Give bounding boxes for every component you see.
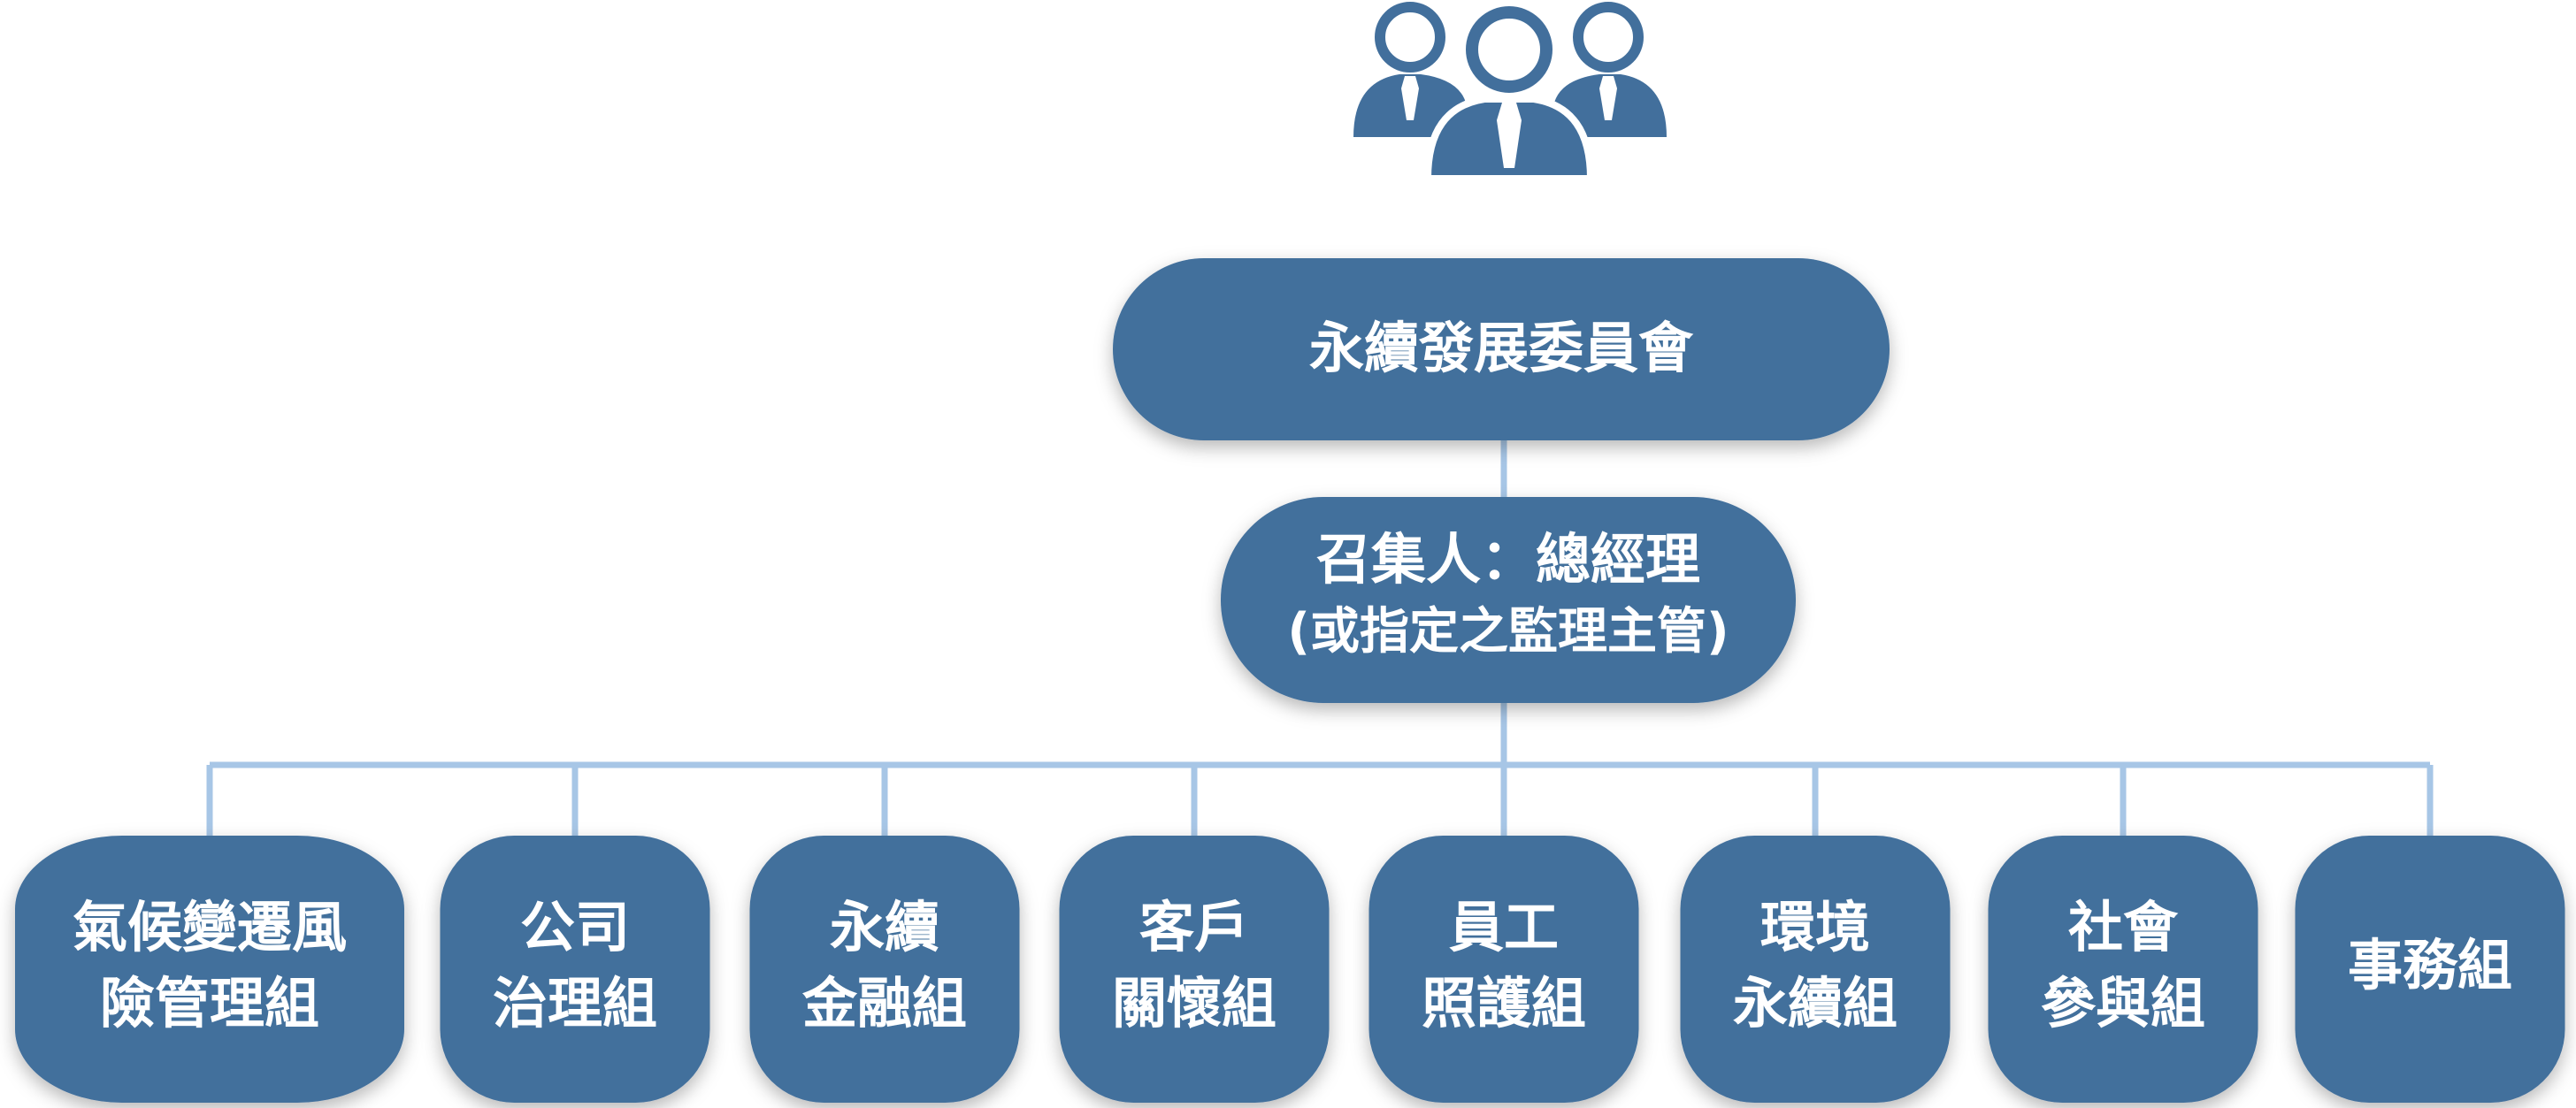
group-label-5-line-1: 員工	[1449, 895, 1559, 959]
group-label-3-line-2: 金融組	[801, 971, 967, 1035]
group-label-4-line-1: 客戶	[1139, 895, 1249, 959]
committee-box: 永續發展委員會	[1113, 258, 1890, 440]
group-label-5-line-2: 照護組	[1422, 971, 1586, 1035]
group-label-1-line-2: 險管理組	[100, 971, 319, 1035]
group-label-4-line-2: 關懷組	[1112, 971, 1276, 1035]
group-label-3-line-1: 永續	[830, 895, 939, 959]
group-label-6-line-1: 環境	[1760, 895, 1870, 959]
group-box-8: 事務組	[2295, 836, 2565, 1103]
convener-box: 召集人：總經理 (或指定之監理主管)	[1221, 497, 1796, 703]
group-label-7-line-2: 參與組	[2041, 971, 2205, 1035]
group-label-1-line-1: 氣候變遷風	[73, 895, 347, 959]
team-people-icon	[1353, 1, 1667, 182]
convener-line-1: 召集人：總經理	[1316, 527, 1700, 592]
group-boxes: 氣候變遷風險管理組公司治理組永續金融組客戶關懷組員工照護組環境永續組社會參與組事…	[15, 836, 2565, 1103]
group-label-6-line-2: 永續組	[1733, 971, 1898, 1035]
convener-line-2: (或指定之監理主管)	[1287, 603, 1729, 661]
group-label-2-line-2: 治理組	[493, 971, 657, 1035]
group-label-2-line-1: 公司	[520, 895, 630, 959]
connector-lines	[206, 440, 2434, 836]
group-label-8-line-1: 事務組	[2348, 933, 2512, 997]
committee-title: 永續發展委員會	[1309, 316, 1694, 380]
group-label-7-line-1: 社會	[2068, 895, 2179, 959]
